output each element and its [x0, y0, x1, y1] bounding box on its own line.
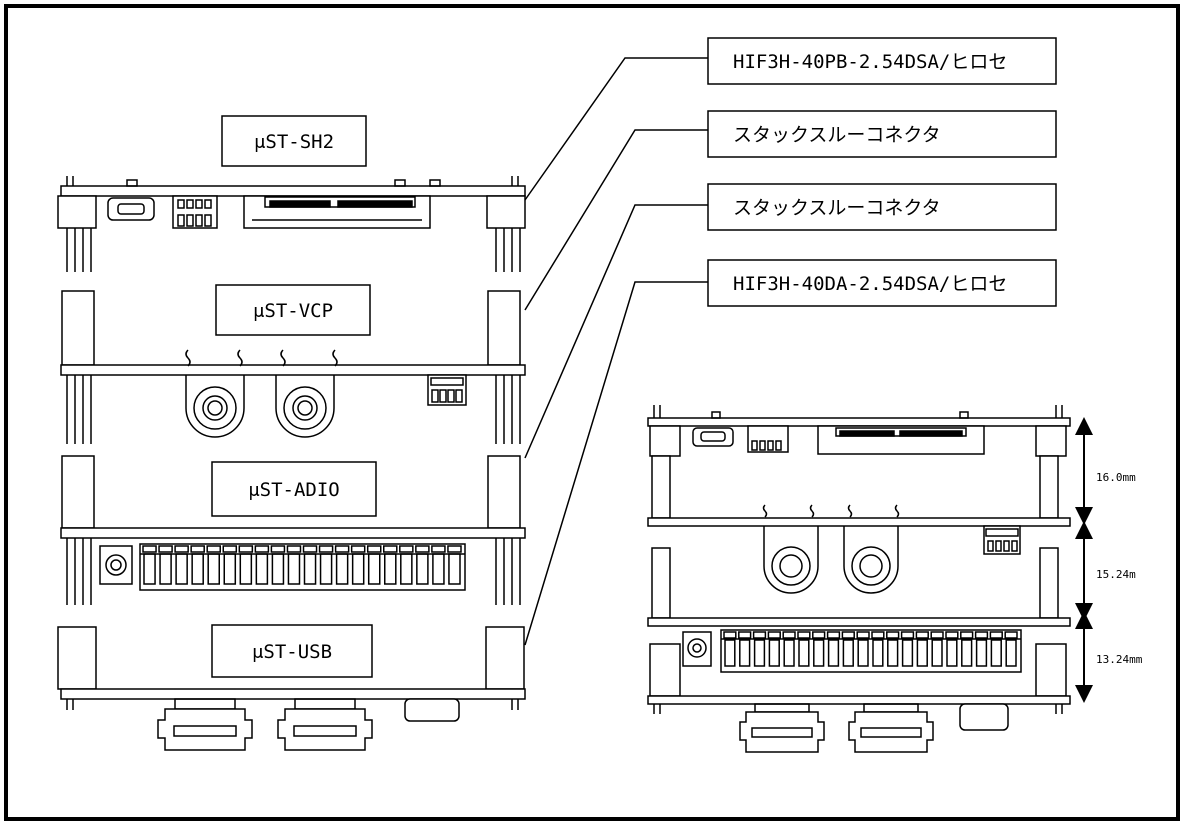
callout-box-3: [707, 183, 1057, 231]
dim-label-1: 16.0mm: [1096, 471, 1136, 484]
callout-label-2: スタックスルーコネクタ: [733, 124, 941, 146]
leader-line-1: [524, 57, 708, 201]
board-vcp: [60, 290, 526, 444]
module-box-usb: [211, 624, 373, 678]
leader-line-4: [524, 281, 708, 646]
module-labels: μST-SH2 μST-VCP μST-ADIO μST-USB: [211, 115, 377, 678]
right-stack: [647, 405, 1071, 753]
callout-label-4: HIF3H-40DA-2.54DSA/ヒロセ: [733, 273, 1007, 295]
callout-box-2: [707, 110, 1057, 158]
callout-label-1: HIF3H-40PB-2.54DSA/ヒロセ: [733, 51, 1007, 73]
module-box-sh2: [221, 115, 367, 167]
leader-line-2: [524, 129, 708, 311]
module-label-adio: μST-ADIO: [248, 479, 340, 501]
board-usb: [57, 626, 526, 751]
left-stack: [57, 176, 526, 751]
callout-label-3: スタックスルーコネクタ: [733, 197, 941, 219]
callouts: [524, 37, 1057, 646]
callout-box-1: [707, 37, 1057, 85]
module-label-sh2: μST-SH2: [254, 131, 334, 153]
callout-box-4: [707, 259, 1057, 307]
board-sh2: [57, 176, 526, 272]
board-adio: [60, 455, 526, 605]
leader-line-3: [524, 204, 708, 459]
dim-label-3: 13.24mm: [1096, 653, 1143, 666]
module-label-vcp: μST-VCP: [253, 300, 333, 322]
module-box-vcp: [215, 284, 371, 336]
dim-label-2: 15.24m: [1096, 568, 1136, 581]
module-box-adio: [211, 461, 377, 517]
page-frame: [4, 4, 1180, 821]
module-label-usb: μST-USB: [252, 641, 332, 663]
